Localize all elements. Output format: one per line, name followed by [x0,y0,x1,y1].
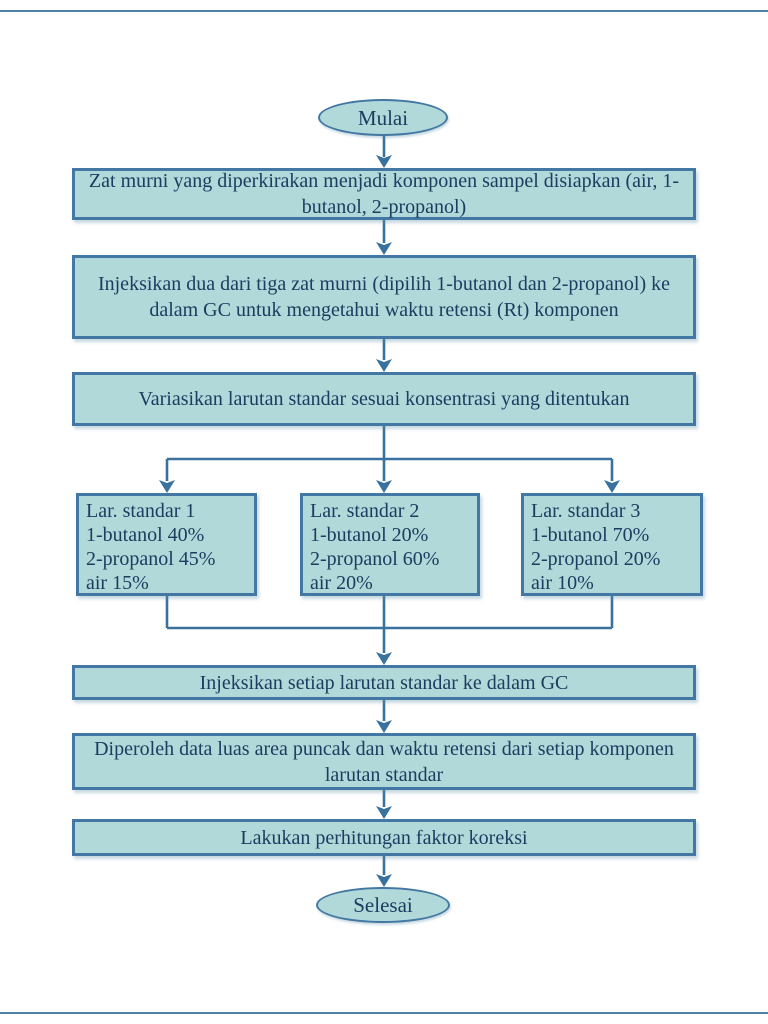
step-vary-standard-solutions: Variasikan larutan standar sesuai konsen… [72,372,696,426]
standard-line: 1-butanol 40% [86,524,205,546]
step-text: Injeksikan setiap larutan standar ke dal… [199,671,569,694]
step-correction-factor: Lakukan perhitungan faktor koreksi [72,819,696,856]
standard-solution-3-box: Lar. standar 3 1-butanol 70% 2-propanol … [521,493,703,596]
standard-line: 1-butanol 20% [310,524,429,546]
end-terminator: Selesai [316,887,450,923]
standard-line: air 15% [86,572,149,594]
step-text: Lakukan perhitungan faktor koreksi [240,826,528,849]
standard-line: air 10% [531,572,594,594]
standard-solution-1-box: Lar. standar 1 1-butanol 40% 2-propanol … [76,493,257,596]
step-text: Variasikan larutan standar sesuai konsen… [138,388,630,410]
step-text: Injeksikan dua dari tiga zat murni (dipi… [97,273,671,321]
standard-line: 2-propanol 45% [86,548,216,570]
standard-title: Lar. standar 1 [86,500,196,522]
step-inject-two-pure-substances: Injeksikan dua dari tiga zat murni (dipi… [72,255,696,339]
standard-line: air 20% [310,572,373,594]
standard-line: 2-propanol 20% [531,548,661,570]
standard-line: 1-butanol 70% [531,524,650,546]
step-text: Zat murni yang diperkirakan menjadi komp… [88,170,680,218]
page-bottom-rule [0,1012,768,1014]
standard-title: Lar. standar 2 [310,500,420,522]
step-inject-each-standard: Injeksikan setiap larutan standar ke dal… [72,665,696,700]
standard-line: 2-propanol 60% [310,548,440,570]
standard-title: Lar. standar 3 [531,500,641,522]
start-terminator: Mulai [318,99,448,136]
standard-solution-2-box: Lar. standar 2 1-butanol 20% 2-propanol … [300,493,480,596]
step-obtain-peak-area-data: Diperoleh data luas area puncak dan wakt… [72,733,696,790]
page-top-rule [0,10,768,12]
step-prepare-pure-substances: Zat murni yang diperkirakan menjadi komp… [72,168,696,220]
step-text: Diperoleh data luas area puncak dan wakt… [94,737,674,786]
